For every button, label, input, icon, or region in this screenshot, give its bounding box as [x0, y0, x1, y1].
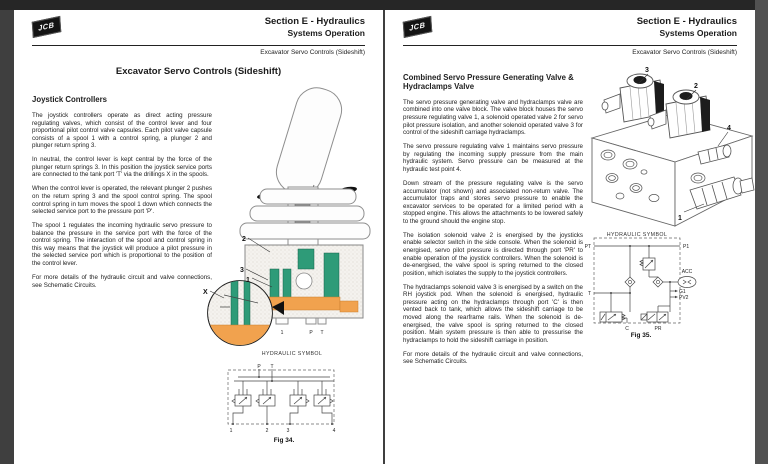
jcb-logo: JCB — [402, 15, 432, 38]
body-text-column: Combined Servo Pressure Generating Valve… — [403, 73, 583, 372]
page-header: Section E - Hydraulics Systems Operation — [265, 16, 365, 39]
port-g1-label: G1 — [679, 289, 686, 295]
callout-x: X — [203, 289, 208, 296]
paragraph: Down stream of the pressure regulating v… — [403, 179, 583, 225]
window-top-bar — [0, 0, 768, 10]
port-pv2-label: PV2 — [679, 295, 689, 301]
joystick-cutaway-figure: 2 3 1 X 1 P T — [203, 87, 371, 346]
page-title: Excavator Servo Controls (Sideshift) — [115, 66, 282, 77]
hydraulic-symbol-fig35: PT P1 T ACC G1 PV2 — [585, 237, 697, 332]
pilot-valve-symbols — [231, 381, 334, 424]
sym-port-3: 3 — [287, 428, 290, 434]
paragraph: In neutral, the control lever is kept ce… — [32, 156, 212, 179]
port-label-p: P — [309, 330, 313, 336]
sym-port-pr: PR — [655, 326, 662, 332]
paragraph: The servo pressure generating valve and … — [403, 98, 583, 137]
hydraclamps-solenoid-symbol — [599, 311, 626, 323]
header-rule — [32, 45, 365, 46]
paragraph: The spool 1 regulates the incoming hydra… — [32, 222, 212, 268]
callout-3: 3 — [645, 67, 649, 74]
figure-caption-35: Fig 35. — [630, 332, 652, 339]
paragraph: For more details of the hydraulic circui… — [32, 274, 212, 289]
sym-port-c: C — [625, 326, 629, 332]
test-point-4 — [697, 144, 732, 165]
hydraulic-symbol-label: HYDRAULIC SYMBOL — [261, 351, 323, 357]
sym-port-t: T — [270, 364, 273, 370]
valve-block-figure: 3 2 4 1 — [590, 67, 755, 227]
sym-port-t: T — [588, 291, 591, 297]
paragraph: For more details of the hydraulic circui… — [403, 350, 583, 366]
sym-port-4: 4 — [333, 428, 336, 434]
hydraulic-symbol-fig34: P T — [227, 364, 336, 434]
topic-heading: Joystick Controllers — [32, 95, 107, 104]
manual-page-left: JCB Section E - Hydraulics Systems Opera… — [14, 10, 383, 464]
sym-port-p: P — [257, 364, 261, 370]
callout-1: 1 — [246, 277, 250, 284]
paragraph: The joystick controllers operate as dire… — [32, 111, 212, 150]
callout-2: 2 — [694, 83, 698, 90]
accumulator-label: ACC — [682, 269, 693, 275]
breadcrumb: Excavator Servo Controls (Sideshift) — [260, 49, 365, 56]
section-title: Section E - Hydraulics — [264, 16, 365, 27]
manual-page-right: JCB Section E - Hydraulics Systems Opera… — [385, 10, 755, 464]
body-text-column: Joystick Controllers The joystick contro… — [32, 95, 212, 296]
callout-2: 2 — [242, 236, 246, 243]
callout-4: 4 — [727, 125, 731, 132]
sym-port-pt: PT — [585, 244, 591, 250]
window-right-edge — [755, 0, 768, 464]
callout-3: 3 — [240, 267, 244, 274]
hydraulic-symbol-label: HYDRAULIC SYMBOL — [606, 232, 668, 238]
breadcrumb: Excavator Servo Controls (Sideshift) — [632, 49, 737, 56]
sym-port-2: 2 — [266, 428, 269, 434]
section-title: Section E - Hydraulics — [636, 16, 737, 27]
jcb-logo: JCB — [31, 15, 61, 38]
figure-caption-34: Fig 34. — [273, 437, 295, 444]
topic-heading: Combined Servo Pressure Generating Valve… — [403, 73, 574, 91]
sym-port-p1: P1 — [683, 244, 689, 250]
joystick-handle — [275, 87, 343, 195]
paragraph: The servo pressure regulating valve 1 ma… — [403, 143, 583, 173]
page-header: Section E - Hydraulics Systems Operation — [637, 16, 737, 39]
pressure-regulating-valve-1 — [689, 176, 755, 210]
section-subtitle: Systems Operation — [659, 28, 737, 39]
sym-port-1: 1 — [230, 428, 233, 434]
callout-1: 1 — [678, 215, 682, 222]
header-rule — [403, 45, 737, 46]
port-label-1: 1 — [281, 330, 284, 336]
section-subtitle: Systems Operation — [287, 28, 365, 39]
paragraph: The hydraclamps solenoid valve 3 is ener… — [403, 283, 583, 344]
paragraph: When the control lever is operated, the … — [32, 185, 212, 216]
port-label-t: T — [320, 330, 323, 336]
isolation-solenoid-symbol — [640, 305, 670, 323]
paragraph: The isolation solenoid valve 2 is energi… — [403, 231, 583, 277]
